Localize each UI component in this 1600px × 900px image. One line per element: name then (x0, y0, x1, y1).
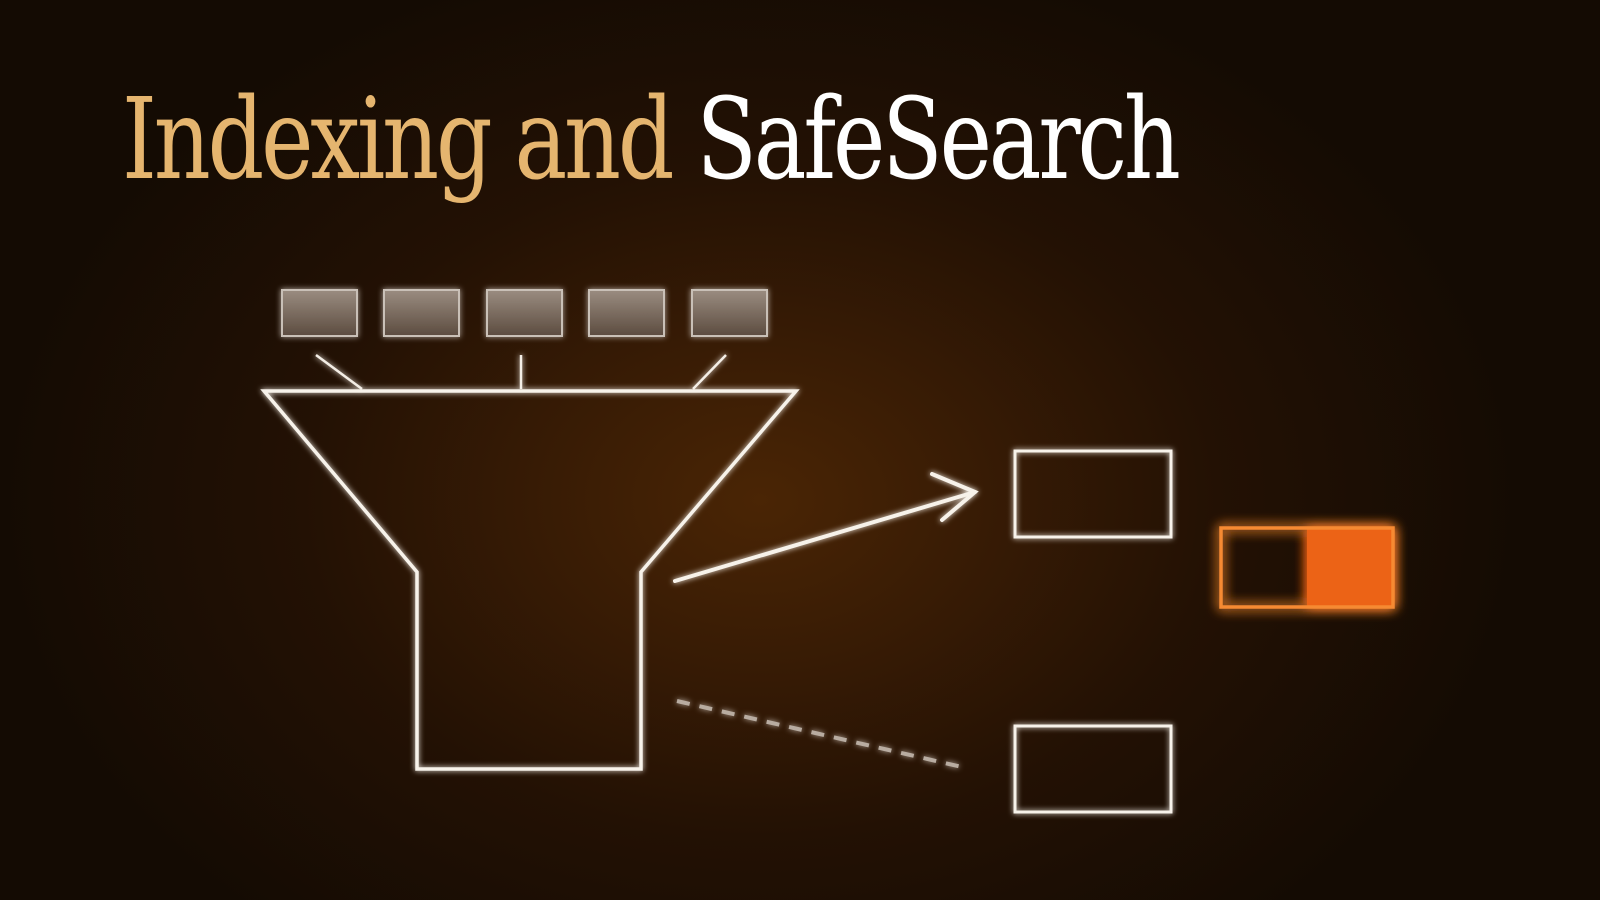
arrow-right-icon (673, 472, 979, 583)
input-document-box (281, 289, 358, 337)
toggle-frame (1219, 526, 1395, 609)
toggle-knob (1307, 528, 1393, 607)
connector-line (315, 353, 363, 391)
input-document-box (588, 289, 665, 337)
result-box-bottom (1013, 724, 1173, 814)
title-part-safesearch: SafeSearch (696, 75, 1181, 205)
input-connectors (315, 353, 727, 391)
toggle-switch-icon (1219, 526, 1395, 609)
input-document-box (691, 289, 768, 337)
title-part-indexing: Indexing and (122, 75, 675, 205)
input-document-box (383, 289, 460, 337)
filtered-dashed-line (676, 699, 963, 769)
input-document-box (486, 289, 563, 337)
input-documents (281, 289, 768, 337)
slide-title: Indexing and SafeSearch (122, 75, 1181, 205)
connector-line (692, 354, 727, 390)
funnel-icon (260, 389, 800, 771)
result-box-top (1013, 449, 1173, 539)
